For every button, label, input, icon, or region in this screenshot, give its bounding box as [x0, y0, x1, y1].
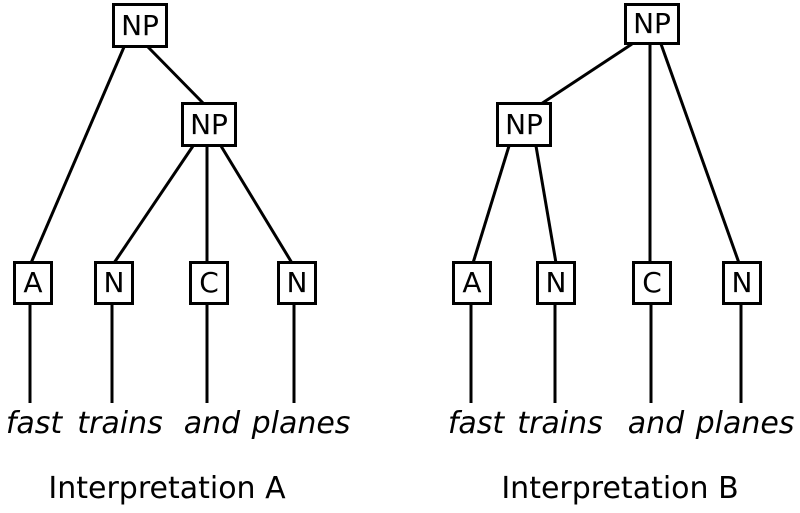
tree-b-word-trains: trains [517, 406, 603, 441]
tree-b-inner-np-node: NP [496, 102, 552, 147]
tree-a-leaf-a-node: A [13, 261, 53, 305]
edge-b-innernp-to-a [471, 145, 511, 264]
tree-a-word-trains: trains [77, 406, 163, 441]
tree-a-root-np-node: NP [112, 3, 168, 48]
edge-b-root-to-n2 [659, 43, 741, 264]
tree-b-word-and: and [627, 406, 685, 441]
tree-a-leaf-c-node: C [189, 261, 229, 305]
tree-a-word-fast: fast [5, 406, 63, 441]
tree-a-leaf-n2-node: N [277, 261, 317, 305]
tree-a-leaf-n1-node: N [94, 261, 134, 305]
tree-b-word-fast: fast [447, 406, 505, 441]
tree-a-word-planes: planes [251, 406, 351, 441]
tree-a-word-and: and [183, 406, 241, 441]
edge-a-innernp-to-n1 [112, 145, 195, 264]
edge-a-root-to-a [29, 46, 126, 264]
edge-b-root-to-innernp [540, 42, 633, 106]
edge-a-root-to-innernp [146, 45, 206, 106]
tree-a-inner-np-node: NP [181, 102, 237, 147]
edge-a-innernp-to-n2 [219, 145, 294, 264]
tree-b-leaf-c-node: C [632, 261, 672, 305]
tree-b-root-np-node: NP [624, 3, 680, 45]
tree-b-word-planes: planes [695, 406, 795, 441]
tree-a-caption: Interpretation A [48, 471, 286, 506]
edge-b-innernp-to-n1 [534, 145, 558, 264]
tree-b-leaf-a-node: A [452, 261, 492, 305]
tree-b-caption: Interpretation B [501, 471, 739, 506]
tree-b-leaf-n2-node: N [722, 261, 762, 305]
tree-b-leaf-n1-node: N [536, 261, 576, 305]
